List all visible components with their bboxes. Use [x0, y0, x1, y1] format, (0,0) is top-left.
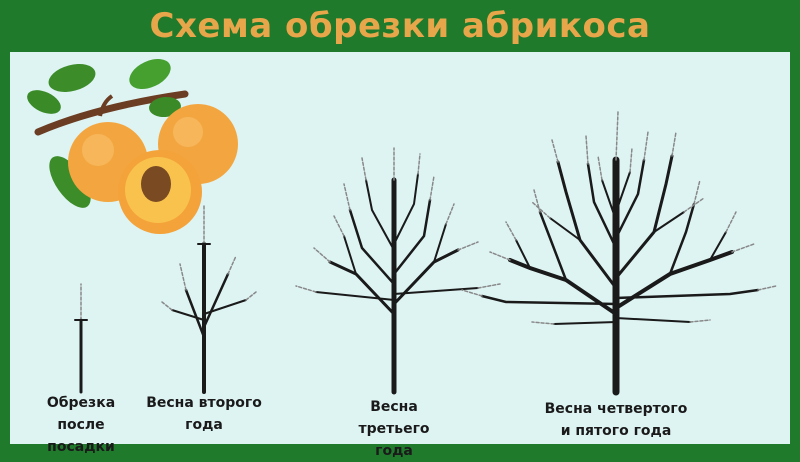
branch [392, 198, 432, 276]
branch [601, 179, 617, 221]
branch [553, 321, 617, 325]
leaf-icon [149, 96, 181, 118]
leaf-icon [129, 58, 171, 90]
branch [365, 179, 395, 251]
branch [586, 162, 618, 250]
branch [614, 288, 760, 300]
leaf-icon [49, 156, 91, 208]
branch [556, 160, 618, 290]
diagram-title: Схема обрезки абрикоса [149, 6, 651, 46]
branch [171, 309, 205, 321]
branch [184, 288, 206, 339]
leaf-icon [27, 90, 61, 114]
branch [615, 317, 691, 323]
tree-stage-3 [295, 147, 501, 395]
diagram-frame: Схема обрезки абрикоса [10, 6, 790, 459]
branch [328, 260, 396, 316]
tree-stage-4 [461, 111, 777, 396]
branch [480, 294, 618, 306]
caption-stage-4: Весна четвертого и пятого года [544, 401, 688, 439]
branch [614, 250, 734, 310]
twig-stem [98, 94, 114, 117]
branch [392, 248, 460, 306]
branch [202, 272, 230, 329]
branch [614, 158, 646, 240]
caption-stage-2: Весна второго года [146, 395, 262, 433]
branch [614, 154, 674, 280]
leaf-icon [48, 63, 96, 93]
branch [615, 171, 631, 213]
apricot-pit [141, 166, 171, 202]
caption-stage-3: Весна третьего года [358, 399, 430, 459]
diagram-panel: Обрезка после посадки Весна второго года… [10, 52, 790, 459]
branch [393, 287, 479, 295]
caption-stage-1: Обрезка после посадки [46, 395, 116, 455]
diagram-canvas [27, 58, 777, 396]
tree-stage-2 [161, 203, 257, 394]
branch [348, 208, 396, 286]
branch [508, 258, 618, 316]
branch [393, 173, 419, 245]
apricot-illustration [27, 58, 238, 234]
branch [315, 291, 395, 301]
tree-stage-1 [74, 283, 88, 394]
branch [203, 299, 247, 315]
